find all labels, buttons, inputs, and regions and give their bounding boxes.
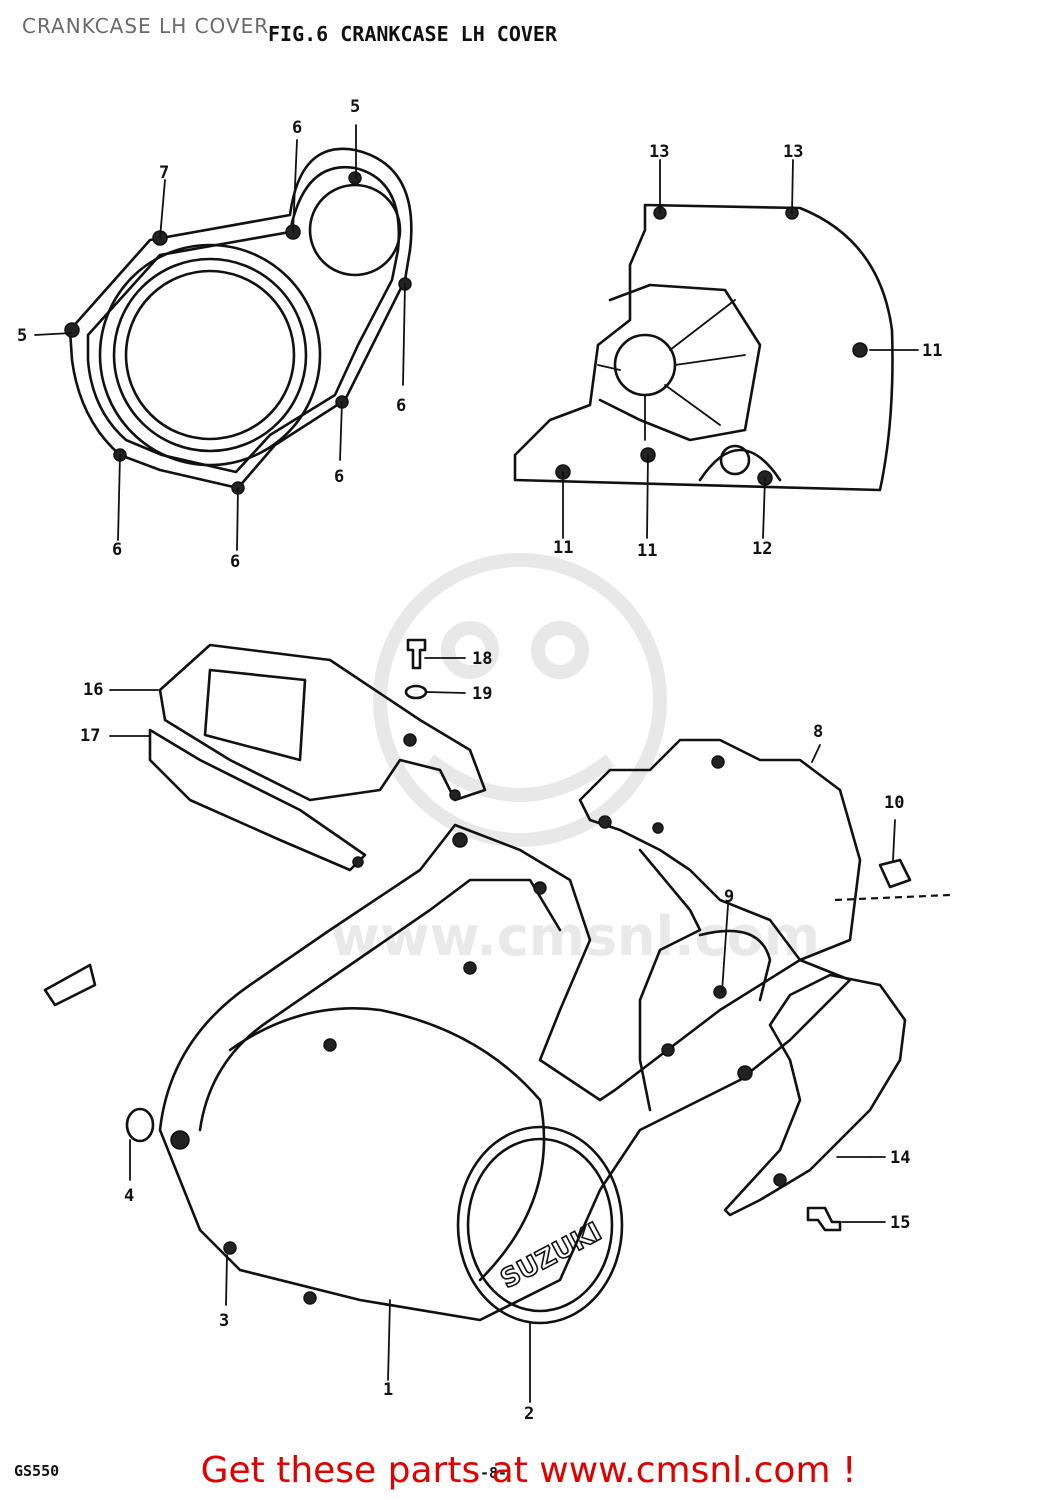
callout-label: 5 [17, 326, 27, 346]
callout-label: 3 [219, 1311, 229, 1331]
cta-text[interactable]: Get these parts at www.cmsnl.com ! [200, 1450, 857, 1491]
callout-label: 6 [230, 552, 240, 572]
callout-label: 7 [159, 163, 169, 183]
cta-link[interactable]: Get these parts at www.cmsnl.com ! [0, 1450, 1057, 1491]
callout-label: 6 [396, 396, 406, 416]
page-number: -8- [480, 1464, 508, 1482]
callout-label: 9 [724, 887, 734, 907]
watermark-text: www.cmsnl.com [330, 905, 820, 968]
clutch-release-cover [148, 643, 487, 872]
callout-label: 10 [884, 793, 904, 813]
clutch-cover-part-2: SUZUKI [456, 1125, 624, 1325]
callout-label: 5 [350, 97, 360, 117]
callout-label: 19 [472, 684, 492, 704]
callout-label: 6 [292, 118, 302, 138]
front-arrow-icon [43, 963, 97, 1007]
callout-label: 8 [813, 722, 823, 742]
callout-label: 13 [649, 142, 669, 162]
gasket-part-6 [64, 147, 413, 495]
callout-labels: 1 2 3 4 5 5 6 6 6 6 6 7 8 9 10 11 11 11 … [17, 97, 942, 1424]
callout-label: 13 [783, 142, 803, 162]
callout-label: 6 [334, 467, 344, 487]
watermark-logo: www.cmsnl.com [330, 553, 820, 968]
callout-label: 14 [890, 1148, 910, 1168]
sprocket-cover-upper [513, 203, 894, 492]
dowel-pins [125, 858, 912, 1143]
model-code: GS550 [14, 1462, 60, 1480]
bolt-18-washer-19 [404, 638, 428, 700]
callout-label: 11 [922, 341, 942, 361]
callout-label: 11 [637, 541, 657, 561]
leader-lines [34, 124, 919, 1403]
callout-label: 11 [553, 538, 573, 558]
callout-label: 1 [383, 1380, 393, 1400]
chain-guard-part-14 [723, 973, 907, 1232]
callout-label: 16 [83, 680, 103, 700]
page-title: CRANKCASE LH COVER [22, 14, 270, 38]
callout-label: 18 [472, 649, 492, 669]
callout-label: 4 [124, 1186, 134, 1206]
sprocket-cover-part-8 [578, 738, 951, 1112]
callout-label: 2 [524, 1404, 534, 1424]
callout-label: 17 [80, 726, 100, 746]
figure-title: FIG.6 CRANKCASE LH COVER [268, 22, 557, 46]
callout-label: 6 [112, 540, 122, 560]
callout-label: 15 [890, 1213, 910, 1233]
callout-label: 12 [752, 539, 772, 559]
crankcase-lh-cover-main [158, 823, 852, 1322]
